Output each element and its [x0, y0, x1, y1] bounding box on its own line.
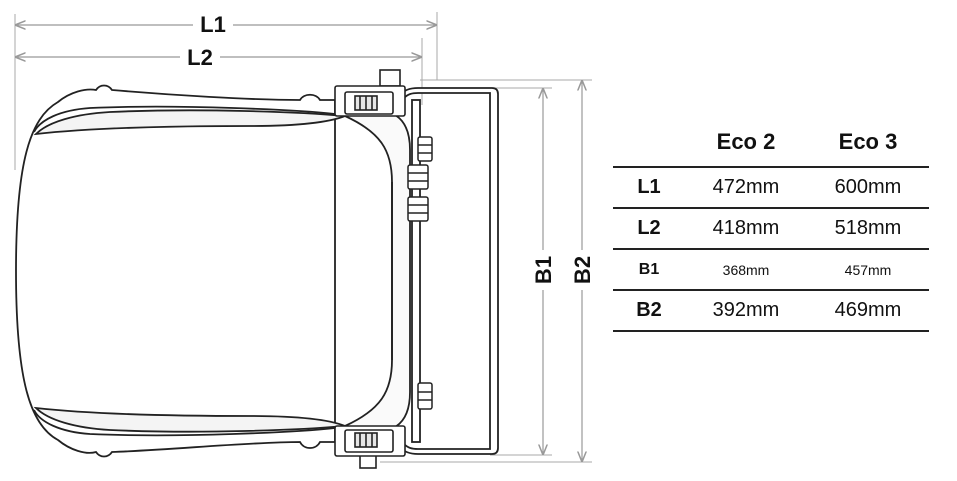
- row-label: B1: [638, 260, 660, 278]
- mounting-bracket: [398, 87, 499, 455]
- row-label: B2: [636, 299, 662, 321]
- column-header-eco-3: Eco 3: [838, 129, 898, 154]
- cell-value: 469mm: [834, 299, 902, 321]
- cell-value: 518mm: [834, 217, 902, 239]
- cell-value: 392mm: [712, 299, 780, 321]
- cell-value: 418mm: [712, 217, 780, 239]
- top-clamp: [334, 69, 406, 117]
- column-header-eco-2: Eco 2: [716, 129, 776, 154]
- cell-value: 600mm: [834, 176, 902, 198]
- bottom-clamp: [334, 425, 406, 469]
- row-label: L1: [637, 176, 661, 198]
- dimension-label-b1: B1: [531, 256, 556, 284]
- cell-value: 368mm: [722, 261, 770, 278]
- row-label: L2: [637, 217, 661, 239]
- cell-value: 457mm: [844, 261, 892, 278]
- dimension-label-l2: L2: [187, 45, 213, 70]
- table-row: L2 418mm 518mm: [613, 207, 929, 248]
- cell-value: 472mm: [712, 176, 780, 198]
- dimension-label-l1: L1: [200, 12, 226, 37]
- table-header: Eco 2 Eco 3: [613, 118, 929, 166]
- dimension-label-b2: B2: [570, 256, 595, 284]
- mounting-bolts: [407, 136, 433, 410]
- table-row: L1 472mm 600mm: [613, 166, 929, 207]
- table-row: B1 368mm 457mm: [613, 248, 929, 289]
- specification-table: Eco 2 Eco 3 L1 472mm 600mm L2 418mm 518m…: [613, 118, 929, 332]
- seat-shell: [15, 84, 411, 458]
- table-row: B2 392mm 469mm: [613, 289, 929, 332]
